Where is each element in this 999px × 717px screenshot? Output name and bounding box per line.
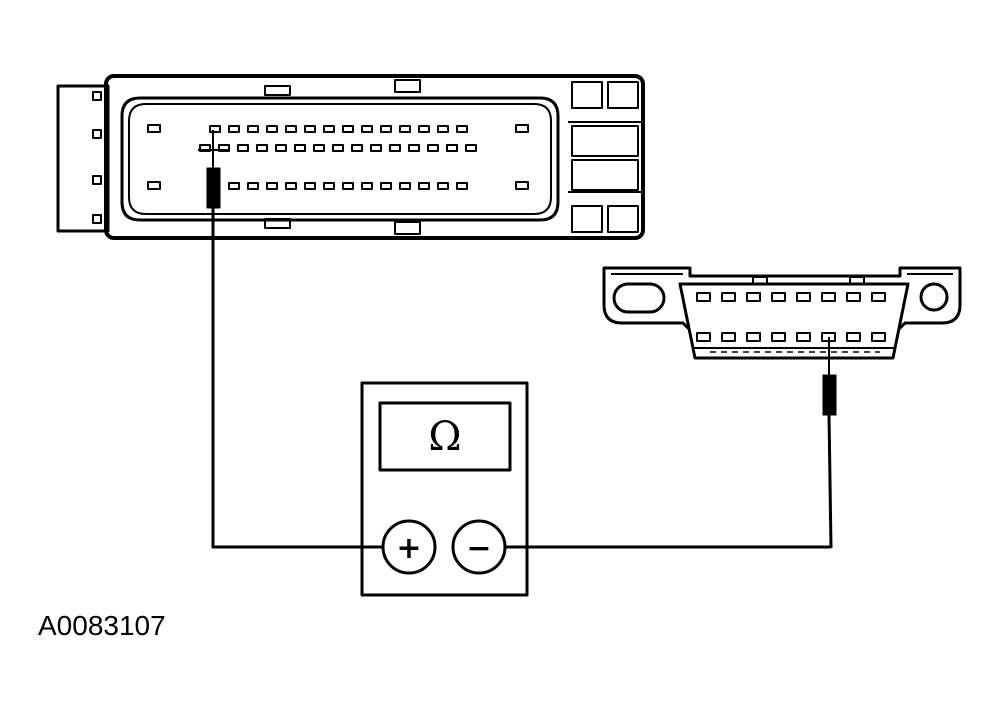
probe-dlc [822,337,837,549]
connector-face [120,96,560,222]
meter-ohm-symbol: Ω [428,414,461,460]
dlc-pin-rows [696,292,886,342]
lead-positive [211,238,383,549]
data-link-connector [602,266,962,360]
test-leads [211,238,831,549]
negative-terminal-label: − [466,531,491,566]
positive-terminal-label: + [396,531,421,566]
dlc-mount-slot [612,282,666,314]
module-connector [56,74,645,240]
connector-side-latch [56,84,110,233]
connector-pin-rows [199,125,477,190]
meter-body [360,381,529,597]
figure-id-label: A0083107 [38,610,166,641]
probe-module [198,130,228,240]
dlc-mount-hole [919,282,949,312]
connector-body [104,74,645,240]
dlc-body [678,282,910,360]
dlc-flange [602,266,962,332]
meter-display [378,401,512,472]
